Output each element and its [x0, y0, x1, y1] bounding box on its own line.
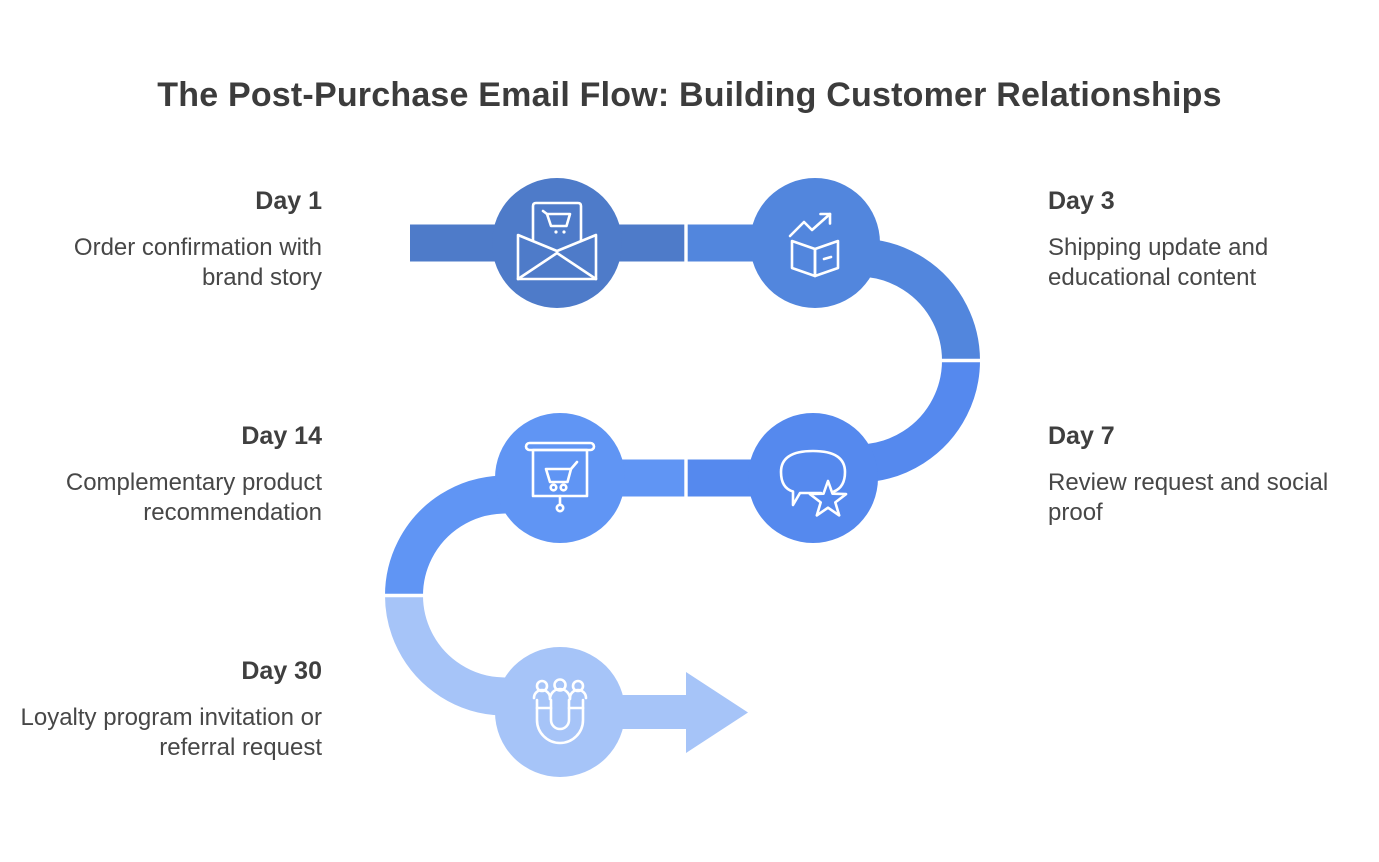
- page-title: The Post-Purchase Email Flow: Building C…: [157, 76, 1222, 114]
- box-right-face: [813, 239, 840, 278]
- flow-end-arrow-head: [686, 672, 748, 753]
- review-bubble-star-icon: [779, 449, 848, 517]
- day-description: Shipping update and educational content: [1048, 234, 1269, 291]
- node-circle-day7: [748, 413, 878, 543]
- day-description: Loyalty program invitation or referral r…: [20, 704, 322, 761]
- cart-wheel-right: [562, 230, 566, 234]
- day-label: Day 1: [255, 187, 322, 215]
- board-cart-handle: [569, 460, 579, 471]
- board-cart-wheel-right: [559, 483, 568, 492]
- day-label: Day 14: [241, 422, 322, 450]
- day-description: Order confirmation with brand story: [73, 234, 322, 291]
- review-star: [808, 479, 848, 517]
- board-cart-wheel-left: [549, 483, 558, 492]
- person-shoulders-center: [548, 687, 572, 701]
- magnet-inner: [549, 698, 571, 731]
- growth-arrow-head: [819, 212, 832, 225]
- cart-basket: [545, 212, 572, 228]
- cart-wheel-left: [554, 230, 558, 234]
- board-stand-foot: [555, 503, 565, 513]
- node-circle-day30: [495, 647, 625, 777]
- envelope-folds: [516, 251, 598, 281]
- label-block-day30: Day 30 Loyalty program invitation or ref…: [12, 656, 322, 763]
- shipping-box-growth-icon: [788, 212, 840, 278]
- loyalty-magnet-audience-icon: [532, 678, 588, 745]
- flow-connectors: [381, 224, 985, 753]
- label-block-day7: Day 7 Review request and social proof: [1048, 421, 1348, 528]
- day-description: Review request and social proof: [1048, 469, 1329, 526]
- label-block-day14: Day 14 Complementary product recommendat…: [12, 421, 322, 528]
- day-label: Day 7: [1048, 422, 1115, 450]
- day-description: Complementary product recommendation: [65, 469, 322, 526]
- growth-arrow-line: [788, 212, 832, 238]
- node-circle-day14: [495, 413, 625, 543]
- board-cart-basket: [544, 467, 573, 484]
- node-circle-day1: [492, 178, 622, 308]
- speech-bubble: [779, 449, 847, 507]
- envelope-order-icon: [516, 201, 598, 281]
- box-label-dash: [822, 255, 833, 261]
- label-block-day3: Day 3 Shipping update and educational co…: [1048, 186, 1348, 293]
- envelope-body: [516, 233, 598, 281]
- board-screen: [531, 448, 589, 498]
- order-card: [531, 201, 583, 255]
- day-label: Day 3: [1048, 187, 1115, 215]
- product-presentation-cart-icon: [524, 441, 596, 513]
- person-head-center: [553, 678, 567, 692]
- label-block-day1: Day 1 Order confirmation with brand stor…: [12, 186, 322, 293]
- magnet-outer: [535, 698, 585, 745]
- node-circle-day3: [750, 178, 880, 308]
- day-label: Day 30: [241, 657, 322, 685]
